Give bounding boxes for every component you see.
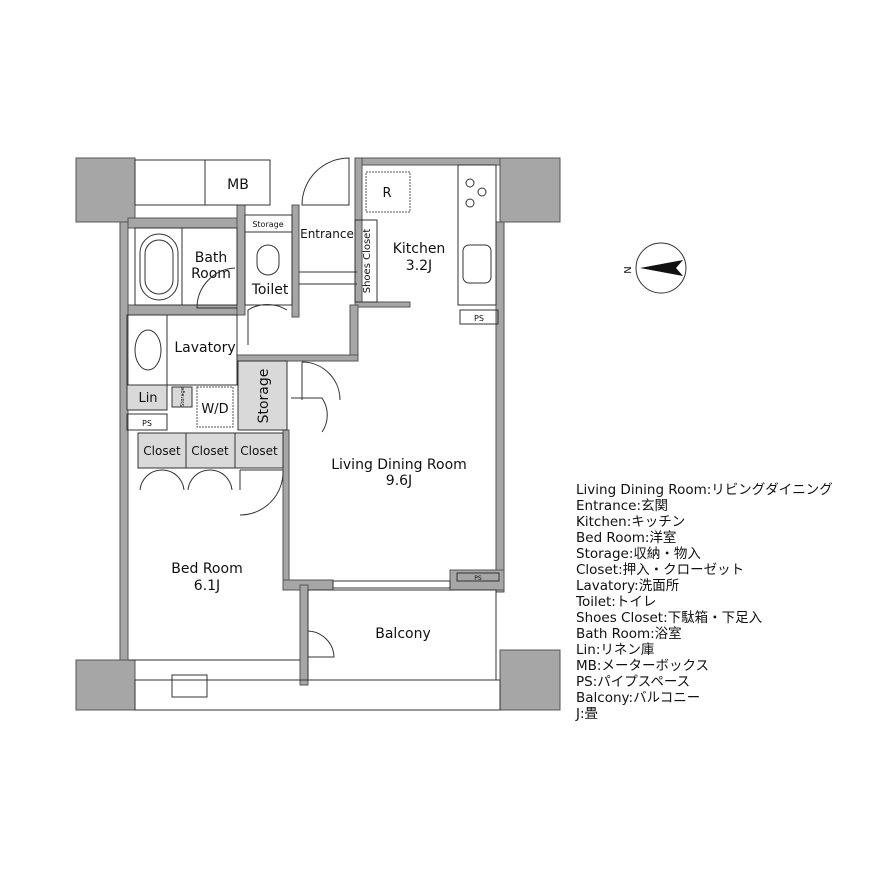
legend-item: PS:パイプスペース (576, 674, 691, 690)
wd-label: W/D (201, 402, 228, 417)
tiny-storage (171, 386, 193, 408)
outdoor-unit (171, 674, 208, 698)
entrance-door[interactable] (301, 157, 350, 206)
legend-item: Shoes Closet:下駄箱・下足入 (576, 610, 763, 626)
closet-doors[interactable] (139, 469, 233, 491)
bedroom-size: 6.1J (194, 578, 220, 594)
wall-toilet-right (291, 204, 300, 318)
wall-storage-top (236, 354, 359, 362)
bath-label-2: Room (191, 266, 231, 282)
ps-kitchen-label: PS (474, 314, 484, 323)
legend: Living Dining Room:リビングダイニング Entrance:玄関… (576, 482, 833, 722)
legend-item: Bath Room:浴室 (576, 626, 682, 642)
closet-3-label: Closet (240, 444, 278, 458)
wall-bath-bottom (127, 304, 239, 316)
legend-item: Bed Room:洋室 (576, 530, 677, 546)
kitchen-counter (457, 164, 497, 306)
pillar-top-left (75, 157, 136, 223)
refrigerator-label: R (382, 186, 391, 201)
north-arrow-icon (640, 260, 683, 276)
mb-label: MB (227, 177, 249, 193)
closet-1-label: Closet (143, 444, 181, 458)
wall-ldr-left (282, 429, 290, 586)
kitchen-size: 3.2J (406, 258, 432, 274)
toilet-door[interactable] (247, 304, 288, 345)
storage (237, 360, 288, 431)
wall-entrance-right (349, 304, 359, 361)
pillar-top-right (499, 157, 561, 223)
bath-room (134, 227, 238, 306)
sink-icon (462, 244, 492, 284)
wall-balcony-left (299, 584, 309, 686)
legend-item: Toilet:トイレ (576, 594, 657, 610)
balcony-door[interactable] (307, 630, 335, 658)
pillar-bottom-left (75, 659, 136, 711)
closet-1 (137, 432, 187, 469)
compass: N (623, 242, 687, 294)
legend-item: MB:メーターボックス (576, 658, 710, 674)
legend-item: Balcony:バルコニー (576, 690, 701, 706)
bath-door[interactable] (196, 267, 237, 309)
bedroom-label: Bed Room (171, 561, 242, 577)
stove-burner-icon (477, 187, 487, 197)
toilet-icon (256, 244, 280, 276)
compass-north-label: N (623, 266, 634, 273)
ldr-size: 9.6J (386, 473, 412, 489)
refrigerator (365, 171, 411, 213)
legend-item: Entrance:玄関 (576, 498, 669, 514)
wall-bath-top (127, 217, 239, 229)
sliding-window (332, 580, 451, 589)
mb-box (134, 159, 271, 206)
lavatory-room (126, 314, 238, 386)
washer-dryer (196, 386, 234, 428)
ps-lavatory (126, 413, 168, 431)
storage-label: Storage (256, 369, 272, 424)
balcony-railing (134, 679, 501, 711)
closet-2 (185, 432, 236, 469)
ldr-label: Living Dining Room (331, 457, 467, 473)
legend-item: Storage:収納・物入 (576, 546, 701, 562)
legend-item: Closet:押入・クローゼット (576, 562, 745, 578)
ps-kitchen (459, 309, 499, 325)
wall-kitchen-top (354, 157, 501, 166)
ldr-door[interactable] (301, 361, 341, 401)
shoes-closet (354, 219, 378, 303)
stove-burner-icon (465, 198, 475, 208)
pillar-bottom-right (499, 649, 561, 711)
shoes-closet-label: Shoes Closet (362, 229, 373, 294)
legend-item: J:畳 (576, 706, 599, 722)
bathtub-icon (139, 233, 179, 301)
legend-item: Lavatory:洗面所 (576, 578, 680, 594)
ps-ldr-label: PS (474, 575, 482, 582)
toilet-label: Toilet (251, 282, 289, 298)
legend-item: Lin:リネン庫 (576, 642, 655, 658)
closet-2-label: Closet (191, 444, 229, 458)
bedroom-door[interactable] (239, 469, 284, 516)
bath-label: Bath (195, 250, 228, 266)
lavatory-label: Lavatory (174, 340, 235, 356)
stove-burner-icon (465, 178, 475, 188)
washbasin-icon (134, 329, 162, 371)
wall-kitchen-stub (354, 301, 411, 308)
entrance-label: Entrance (300, 227, 354, 241)
kitchen-label: Kitchen (393, 241, 446, 257)
wall-left (119, 221, 129, 661)
lin-label: Lin (138, 391, 157, 406)
ps-ldr (456, 572, 500, 582)
wall-right (495, 221, 505, 593)
toilet-room (244, 214, 293, 306)
closet-3 (234, 432, 284, 469)
tiny-storage-label: Storage (180, 387, 186, 407)
balcony-label: Balcony (375, 626, 431, 642)
linen-closet (126, 384, 168, 411)
wall-toilet-left (236, 204, 246, 316)
toilet-storage-label: Storage (252, 220, 283, 229)
legend-item: Kitchen:キッチン (576, 514, 686, 530)
ps-lavatory-label: PS (142, 419, 152, 428)
storage-door[interactable] (291, 397, 328, 433)
legend-item: Living Dining Room:リビングダイニング (576, 482, 833, 498)
